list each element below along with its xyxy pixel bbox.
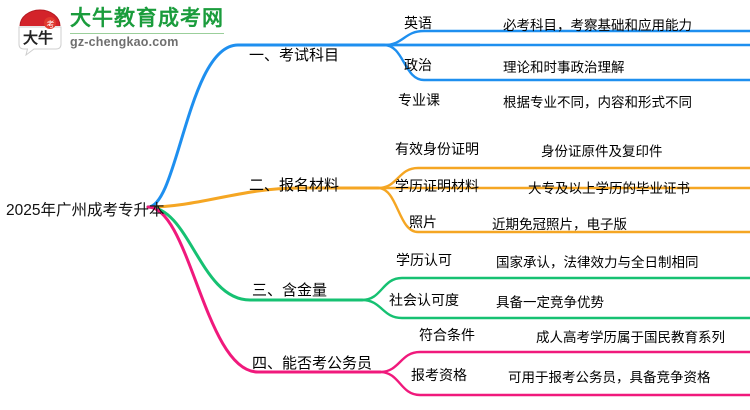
detail-3-1[interactable]: 国家承认，法律效力与全日制相同 xyxy=(496,255,699,270)
logo-text-block: 大牛教育成考网 gz-chengkao.com xyxy=(70,7,224,49)
detail-4-1[interactable]: 成人高考学历属于国民教育系列 xyxy=(536,330,725,345)
branch-label-4[interactable]: 四、能否考公务员 xyxy=(252,355,373,372)
sub-label-4-1[interactable]: 符合条件 xyxy=(419,327,475,343)
root-node[interactable]: 2025年广州成考专升本 xyxy=(6,202,165,219)
branch-label-3[interactable]: 三、含金量 xyxy=(252,282,328,299)
sub-label-2-2[interactable]: 学历证明材料 xyxy=(395,178,479,194)
sub-label-1-1[interactable]: 英语 xyxy=(404,15,432,31)
detail-3-2[interactable]: 具备一定竞争优势 xyxy=(496,295,604,310)
logo-brand-name: 大牛教育成考网 xyxy=(70,7,224,30)
detail-2-1[interactable]: 身份证原件及复印件 xyxy=(541,144,663,159)
detail-2-2[interactable]: 大专及以上学历的毕业证书 xyxy=(528,181,690,196)
detail-1-2[interactable]: 理论和时事政治理解 xyxy=(503,60,625,75)
sub-label-3-1[interactable]: 学历认可 xyxy=(396,252,452,268)
detail-4-2[interactable]: 可用于报考公务员，具备竞争资格 xyxy=(508,370,711,385)
svg-text:考: 考 xyxy=(47,20,55,29)
logo-mark-icon: 大牛 考 xyxy=(14,8,66,57)
branch-label-2[interactable]: 二、报名材料 xyxy=(249,177,340,194)
logo-brand-url: gz-chengkao.com xyxy=(70,35,179,49)
sub-label-1-3[interactable]: 专业课 xyxy=(398,92,440,108)
sub-label-3-2[interactable]: 社会认可度 xyxy=(389,292,459,308)
sub-label-2-3[interactable]: 照片 xyxy=(409,214,437,230)
logo-divider xyxy=(70,33,224,34)
svg-text:大牛: 大牛 xyxy=(23,29,53,47)
detail-2-3[interactable]: 近期免冠照片，电子版 xyxy=(492,217,627,232)
detail-1-1[interactable]: 必考科目，考察基础和应用能力 xyxy=(503,18,692,33)
detail-1-3[interactable]: 根据专业不同，内容和形式不同 xyxy=(503,95,692,110)
site-logo: 大牛 考 大牛教育成考网 gz-chengkao.com xyxy=(14,6,244,58)
sub-label-2-1[interactable]: 有效身份证明 xyxy=(395,141,479,157)
branch-label-1[interactable]: 一、考试科目 xyxy=(249,47,340,64)
sub-label-4-2[interactable]: 报考资格 xyxy=(411,367,467,383)
sub-label-1-2[interactable]: 政治 xyxy=(404,57,432,73)
